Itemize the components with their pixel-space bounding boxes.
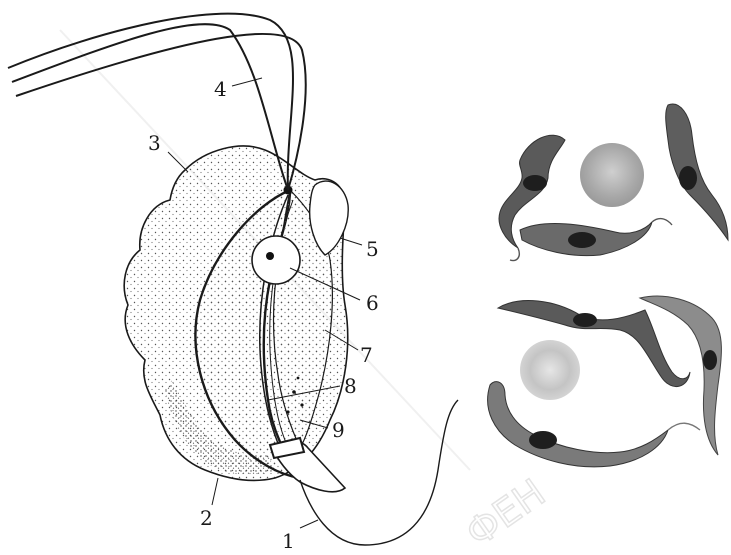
red-blood-cell [520,340,580,400]
leader-2 [212,478,218,505]
parasite [666,104,728,240]
label-4: 4 [214,77,227,101]
granule [300,403,303,406]
parasite-flagellum [668,423,700,430]
leader-1 [300,520,318,528]
nucleolus [266,252,274,260]
leader-3 [168,152,188,172]
label-7: 7 [360,343,373,367]
micrograph [488,104,728,467]
label-6: 6 [366,291,379,315]
parasite [488,382,668,467]
parasite-nucleus [573,313,597,327]
parasite-nucleus [529,431,557,449]
label-2: 2 [200,506,213,530]
nucleus [252,236,300,284]
label-1: 1 [282,529,295,553]
label-5: 5 [366,237,379,261]
parasite-nucleus [568,232,596,248]
watermark: ФЕН [458,470,553,555]
red-blood-cell [580,143,644,207]
label-9: 9 [332,418,345,442]
parasite-nucleus [679,166,697,190]
trypanosome-schematic [8,14,458,545]
parasite [640,296,721,455]
parasite-nucleus [703,350,717,370]
parasite-flagellum [510,248,519,261]
parasite-flagellum [652,219,672,225]
parasite-nucleus [523,175,547,191]
label-8: 8 [344,374,357,398]
granule [286,410,289,413]
granule [292,390,296,394]
label-3: 3 [148,131,161,155]
granule [297,377,300,380]
